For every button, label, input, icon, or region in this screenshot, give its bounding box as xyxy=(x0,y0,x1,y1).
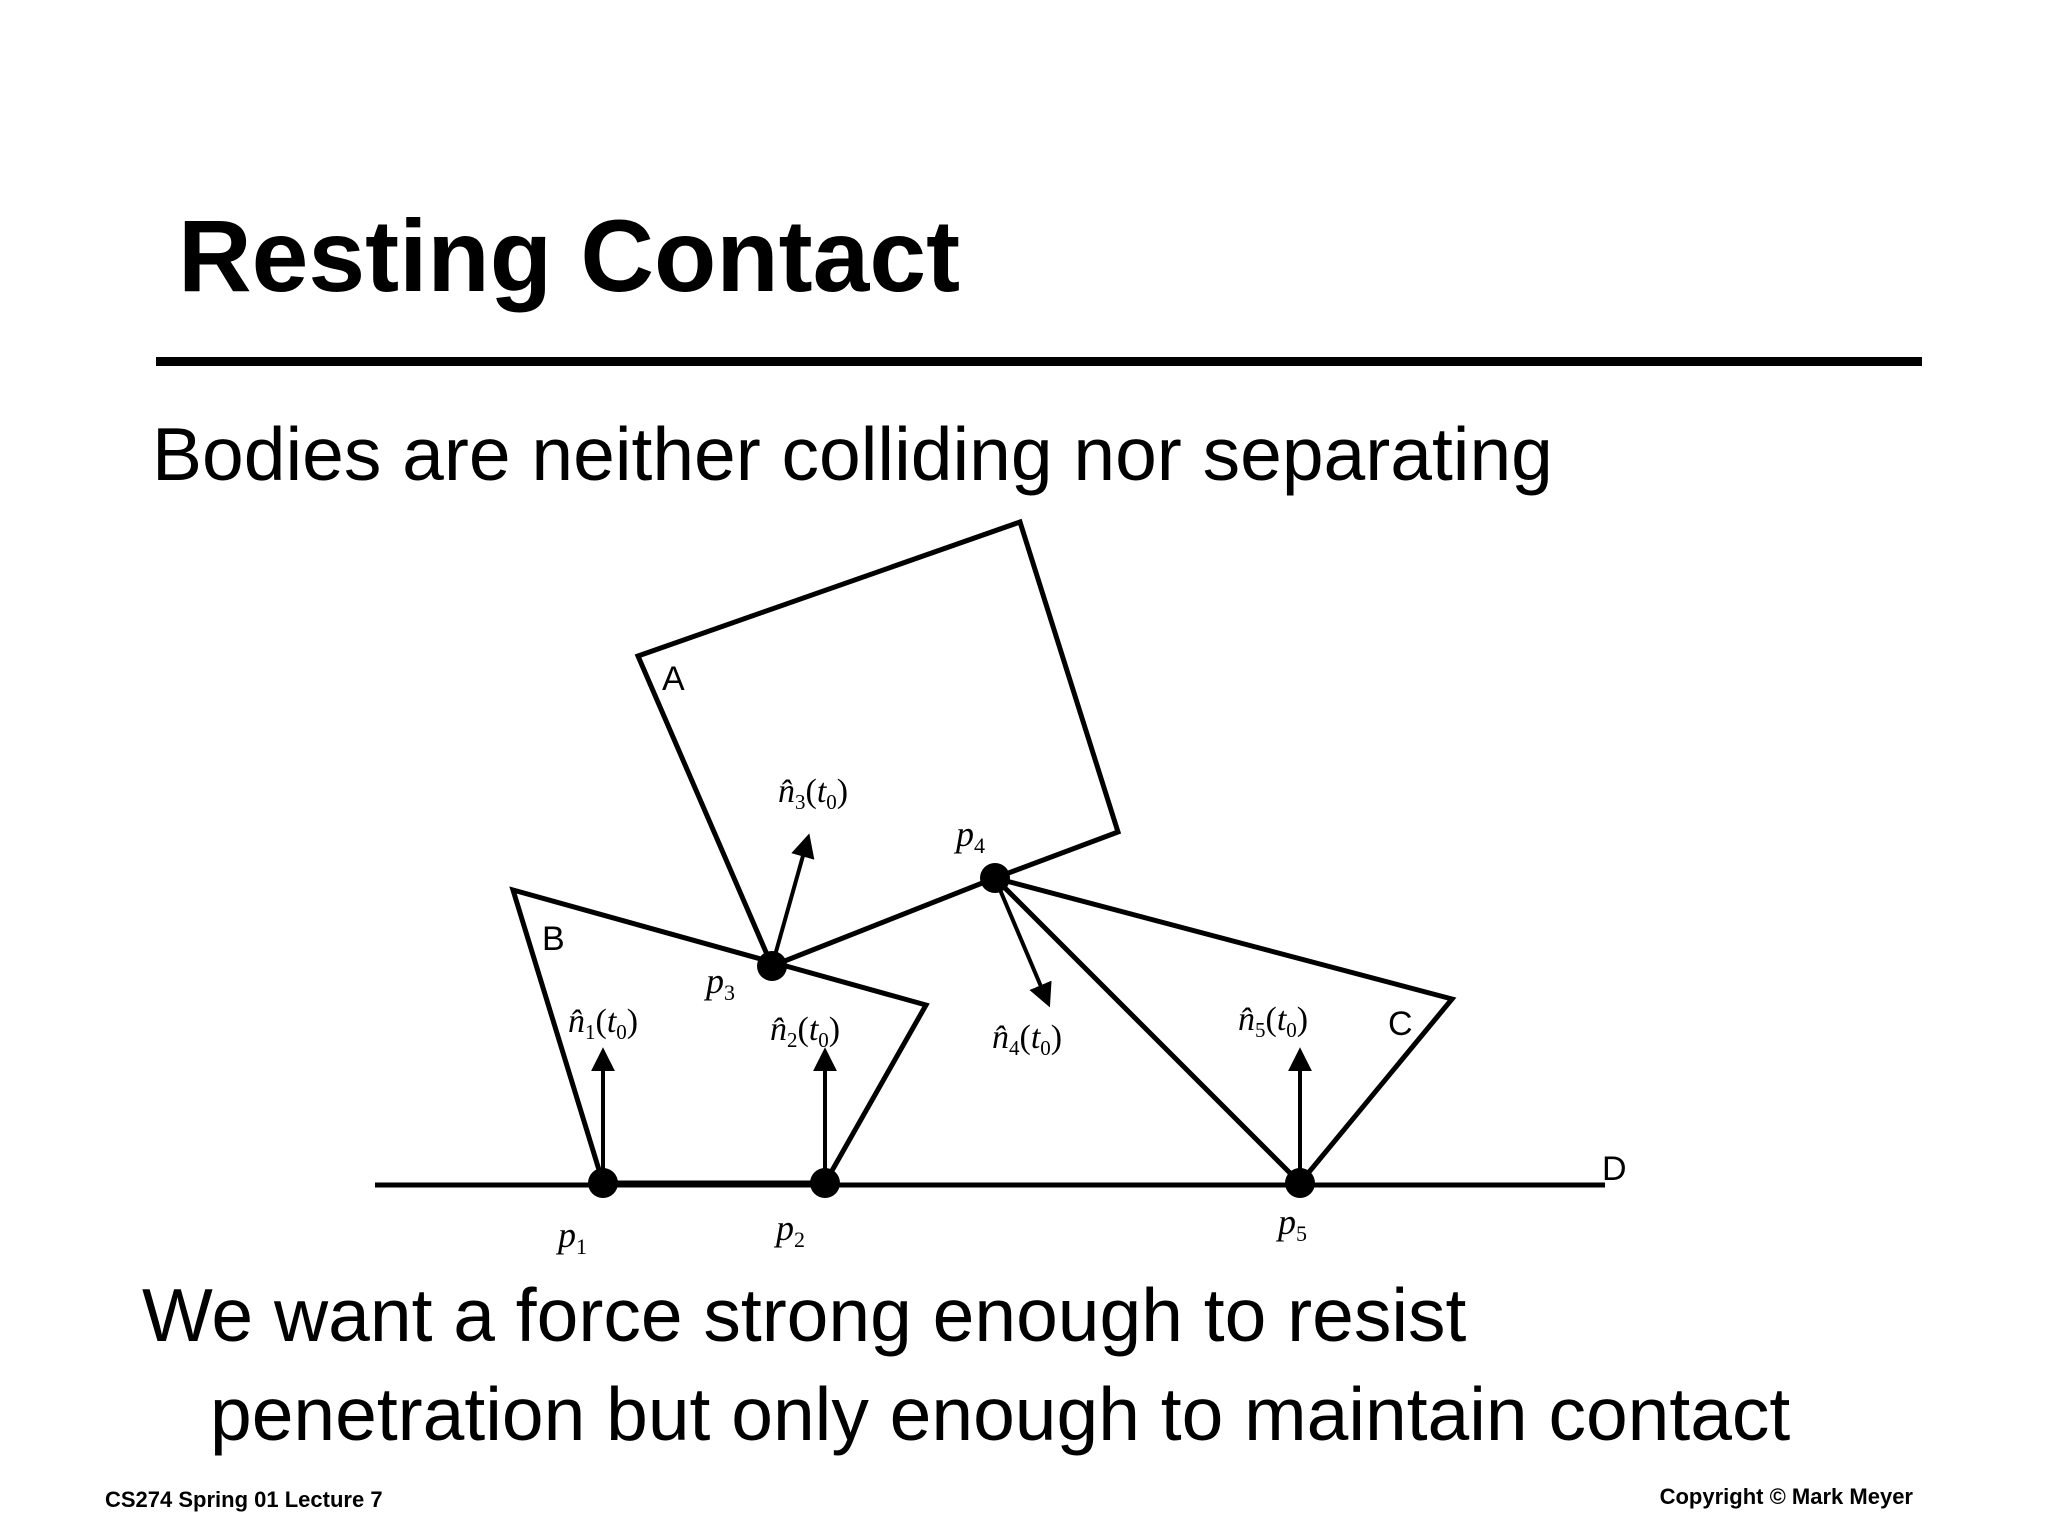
slide-subtitle: Bodies are neither colliding nor separat… xyxy=(152,412,1553,496)
contact-point-p1 xyxy=(588,1168,618,1198)
label-body-d: D xyxy=(1602,1150,1627,1188)
label-normal-n1: n̂1(t0) xyxy=(568,1003,638,1044)
label-normal-n3: n̂3(t0) xyxy=(778,773,848,814)
slide-title: Resting Contact xyxy=(178,199,961,313)
body-text-line-2: penetration but only enough to maintain … xyxy=(210,1372,1791,1456)
contact-point-p4 xyxy=(980,863,1010,893)
contact-point-p5 xyxy=(1285,1168,1315,1198)
label-point-p3: p3 xyxy=(703,961,735,1005)
normal-arrow-n3 xyxy=(770,833,815,967)
body-text-line-1: We want a force strong enough to resist xyxy=(142,1273,1467,1357)
label-normal-n4: n̂4(t0) xyxy=(992,1019,1062,1060)
label-point-p2: p2 xyxy=(773,1208,805,1252)
label-point-p5: p5 xyxy=(1275,1202,1307,1246)
contact-point-p3 xyxy=(757,951,787,981)
label-point-p1: p1 xyxy=(555,1215,587,1259)
title-divider xyxy=(156,357,1922,366)
footer-copyright: Copyright © Mark Meyer xyxy=(1659,1484,1913,1509)
label-body-b: B xyxy=(542,920,565,958)
contact-point-p2 xyxy=(810,1168,840,1198)
label-body-c: C xyxy=(1388,1005,1413,1043)
label-point-p4: p4 xyxy=(953,814,985,858)
normal-arrow-n4 xyxy=(993,877,1052,1008)
label-body-a: A xyxy=(662,660,685,698)
label-normal-n5: n̂5(t0) xyxy=(1238,1001,1308,1042)
body-a xyxy=(634,518,1122,970)
body-c xyxy=(986,873,1457,1187)
label-normal-n2: n̂2(t0) xyxy=(770,1011,840,1052)
footer-course-label: CS274 Spring 01 Lecture 7 xyxy=(105,1487,383,1512)
